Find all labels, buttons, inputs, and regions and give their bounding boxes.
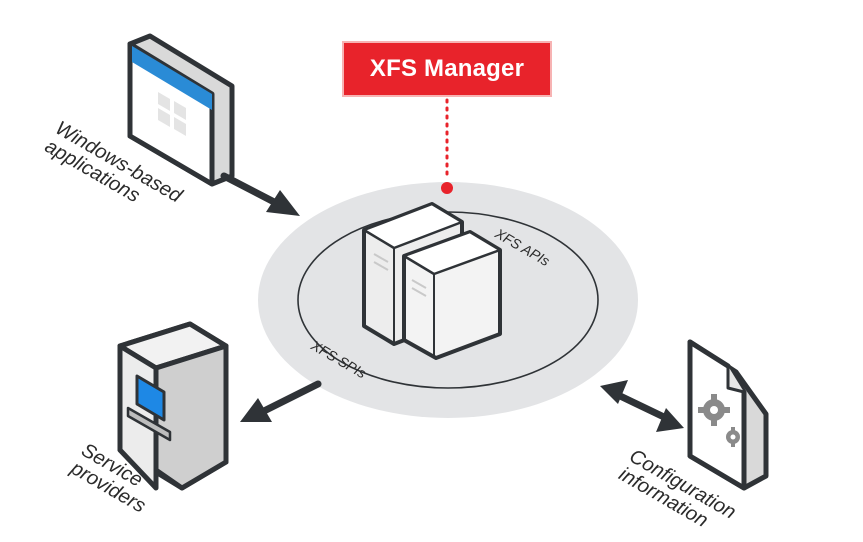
window-icon xyxy=(127,33,235,187)
arrow-manager-to-service xyxy=(240,380,322,422)
arrow-config-bidirectional xyxy=(600,380,684,432)
server-icon xyxy=(362,202,502,360)
config-document-icon xyxy=(687,339,769,491)
manager-connector-dot xyxy=(441,182,453,194)
arrow-windows-to-manager xyxy=(220,172,300,216)
xfs-manager-box: XFS Manager xyxy=(342,41,552,97)
atm-icon xyxy=(117,321,229,491)
gear-icon xyxy=(698,394,740,447)
